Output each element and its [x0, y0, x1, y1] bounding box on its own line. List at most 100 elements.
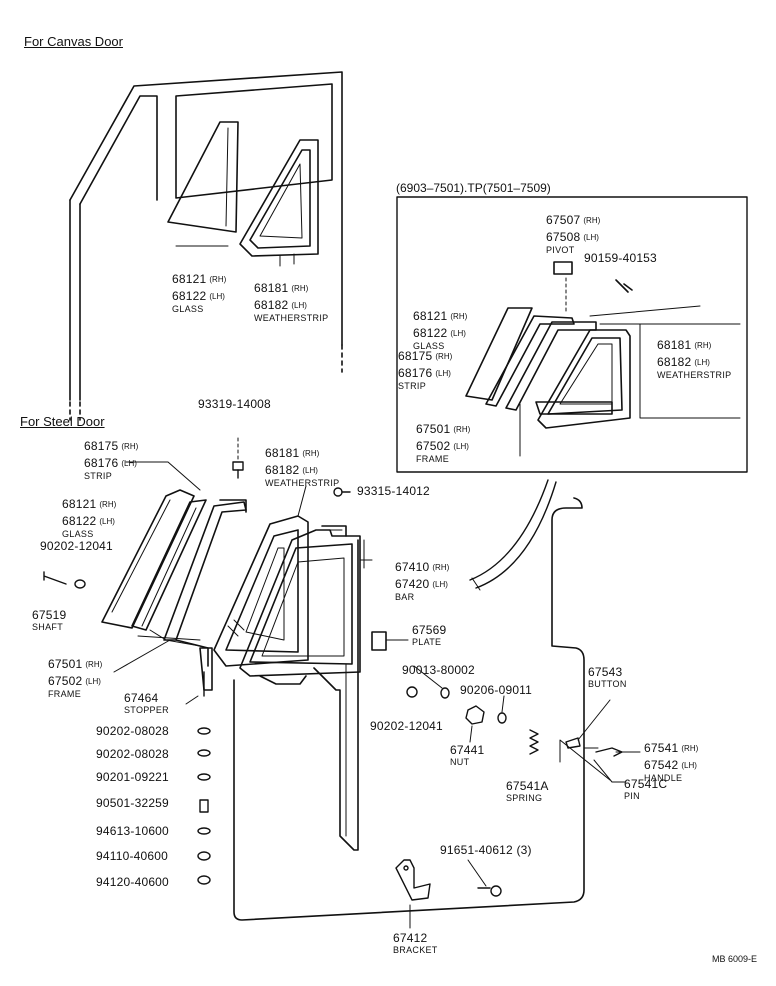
- part-number: 67508: [546, 230, 581, 244]
- side-rh: (RH): [291, 284, 309, 293]
- part-name: WEATHERSTRIP: [254, 313, 329, 323]
- side-lh: (LH): [302, 466, 318, 475]
- part-name: WEATHERSTRIP: [265, 478, 340, 488]
- leader-lines: [113, 461, 641, 929]
- part-name: STRIP: [398, 381, 427, 391]
- label-inset-strip: 68175(RH) 68176(LH) STRIP: [398, 348, 452, 391]
- hardware: [43, 437, 623, 901]
- label-steel-weatherstrip: 68181(RH) 68182(LH) WEATHERSTRIP: [265, 445, 339, 488]
- part-name: NUT: [450, 757, 470, 767]
- label-stack-5: 94110-40600: [96, 849, 169, 863]
- steel-bar: [239, 525, 373, 851]
- side-rh: (RH): [121, 442, 139, 451]
- label-plate: 67569 PLATE: [412, 624, 446, 647]
- inset-box: [396, 196, 748, 473]
- part-number: 67412: [393, 931, 428, 945]
- part-number: 67543: [588, 665, 623, 679]
- side-rh: (RH): [432, 563, 450, 572]
- inset-assembly: [465, 261, 741, 457]
- side-lh: (LH): [121, 459, 137, 468]
- label-stack-3: 90501-32259: [96, 796, 169, 810]
- steel-glass: [101, 489, 195, 629]
- side-rh: (RH): [694, 341, 712, 350]
- label-steel-strip: 68175(RH) 68176(LH) STRIP: [84, 438, 138, 481]
- side-rh: (RH): [209, 275, 227, 284]
- side-lh: (LH): [453, 442, 469, 451]
- side-rh: (RH): [99, 500, 117, 509]
- steel-weatherstrip: [213, 515, 309, 667]
- label-inset-pivot: 67507(RH) 67508(LH) PIVOT: [546, 212, 600, 255]
- part-number: 68181: [254, 281, 289, 295]
- part-name: SHAFT: [32, 622, 64, 632]
- part-name: BAR: [395, 592, 415, 602]
- side-rh: (RH): [681, 744, 699, 753]
- label-handle: 67541(RH) 67542(LH) HANDLE: [644, 740, 698, 783]
- part-number: 67441: [450, 743, 485, 757]
- label-canvas-weatherstrip: 68181(RH) 68182(LH) WEATHERSTRIP: [254, 280, 328, 323]
- side-lh: (LH): [291, 301, 307, 310]
- label-stack-2: 90201-09221: [96, 770, 169, 784]
- side-lh: (LH): [85, 677, 101, 686]
- label-steel-glass: 68121(RH) 68122(LH) GLASS: [62, 496, 116, 539]
- label-inset-frame: 67501(RH) 67502(LH) FRAME: [416, 421, 470, 464]
- footer-code: MB 6009-E: [712, 954, 758, 964]
- part-name: GLASS: [62, 529, 94, 539]
- section-steel-door: For Steel Door: [20, 414, 105, 429]
- label-nut-90013-80002: 90013-80002: [402, 663, 475, 677]
- part-name: BUTTON: [588, 679, 627, 689]
- label-washer-90202-12041-a: 90202-12041: [40, 539, 113, 553]
- label-inset-weatherstrip: 68181(RH) 68182(LH) WEATHERSTRIP: [657, 337, 731, 380]
- part-number: 68182: [265, 463, 300, 477]
- side-rh: (RH): [453, 425, 471, 434]
- part-number: 68176: [398, 366, 433, 380]
- steel-door-panel: [233, 479, 585, 921]
- pivot-part: [553, 261, 573, 275]
- part-number: 67519: [32, 608, 67, 622]
- part-number: 67507: [546, 213, 581, 227]
- steel-strip: [131, 499, 207, 641]
- side-lh: (LH): [435, 369, 451, 378]
- canvas-glass: [167, 121, 239, 233]
- part-name: HANDLE: [644, 773, 683, 783]
- part-number: 68121: [413, 309, 448, 323]
- label-screw-93315: 93315-14012: [357, 484, 430, 498]
- side-lh: (LH): [99, 517, 115, 526]
- label-inset-glass: 68121(RH) 68122(LH) GLASS: [413, 308, 467, 351]
- label-bolt-93319: 93319-14008: [198, 397, 271, 411]
- part-number: 68181: [657, 338, 692, 352]
- part-number: 68176: [84, 456, 119, 470]
- label-stack-1: 90202-08028: [96, 747, 169, 761]
- section-canvas-door: For Canvas Door: [24, 34, 123, 49]
- label-spring: 67541A SPRING: [506, 780, 549, 803]
- label-bar: 67410(RH) 67420(LH) BAR: [395, 559, 449, 602]
- part-name: STOPPER: [124, 705, 169, 715]
- label-washer-90206-09011: 90206-09011: [460, 683, 533, 697]
- part-name: GLASS: [413, 341, 445, 351]
- part-number: 67420: [395, 577, 430, 591]
- part-number: 68181: [265, 446, 300, 460]
- part-number: 68121: [172, 272, 207, 286]
- side-lh: (LH): [681, 761, 697, 770]
- label-bolt-91651: 91651-40612 (3): [440, 843, 532, 857]
- part-number: 67541: [644, 741, 679, 755]
- part-number: 67541A: [506, 779, 549, 793]
- side-lh: (LH): [432, 580, 448, 589]
- inset-header: (6903–7501).TP(7501–7509): [396, 181, 551, 195]
- part-number: 68175: [398, 349, 433, 363]
- label-stack-0: 90202-08028: [96, 724, 169, 738]
- part-name: PIN: [624, 791, 640, 801]
- part-name: BRACKET: [393, 945, 438, 955]
- part-name: FRAME: [48, 689, 81, 699]
- label-bracket: 67412 BRACKET: [393, 932, 438, 955]
- part-number: 68175: [84, 439, 119, 453]
- part-number: 67501: [416, 422, 451, 436]
- label-pin: 67541C PIN: [624, 778, 667, 801]
- part-number: 67541C: [624, 777, 668, 791]
- part-number: 67569: [412, 623, 447, 637]
- part-number: 68182: [657, 355, 692, 369]
- part-name: WEATHERSTRIP: [657, 370, 732, 380]
- canvas-door-frame: [69, 71, 343, 421]
- label-washer-90202-12041-b: 90202-12041: [370, 719, 443, 733]
- plate-part: [371, 631, 387, 651]
